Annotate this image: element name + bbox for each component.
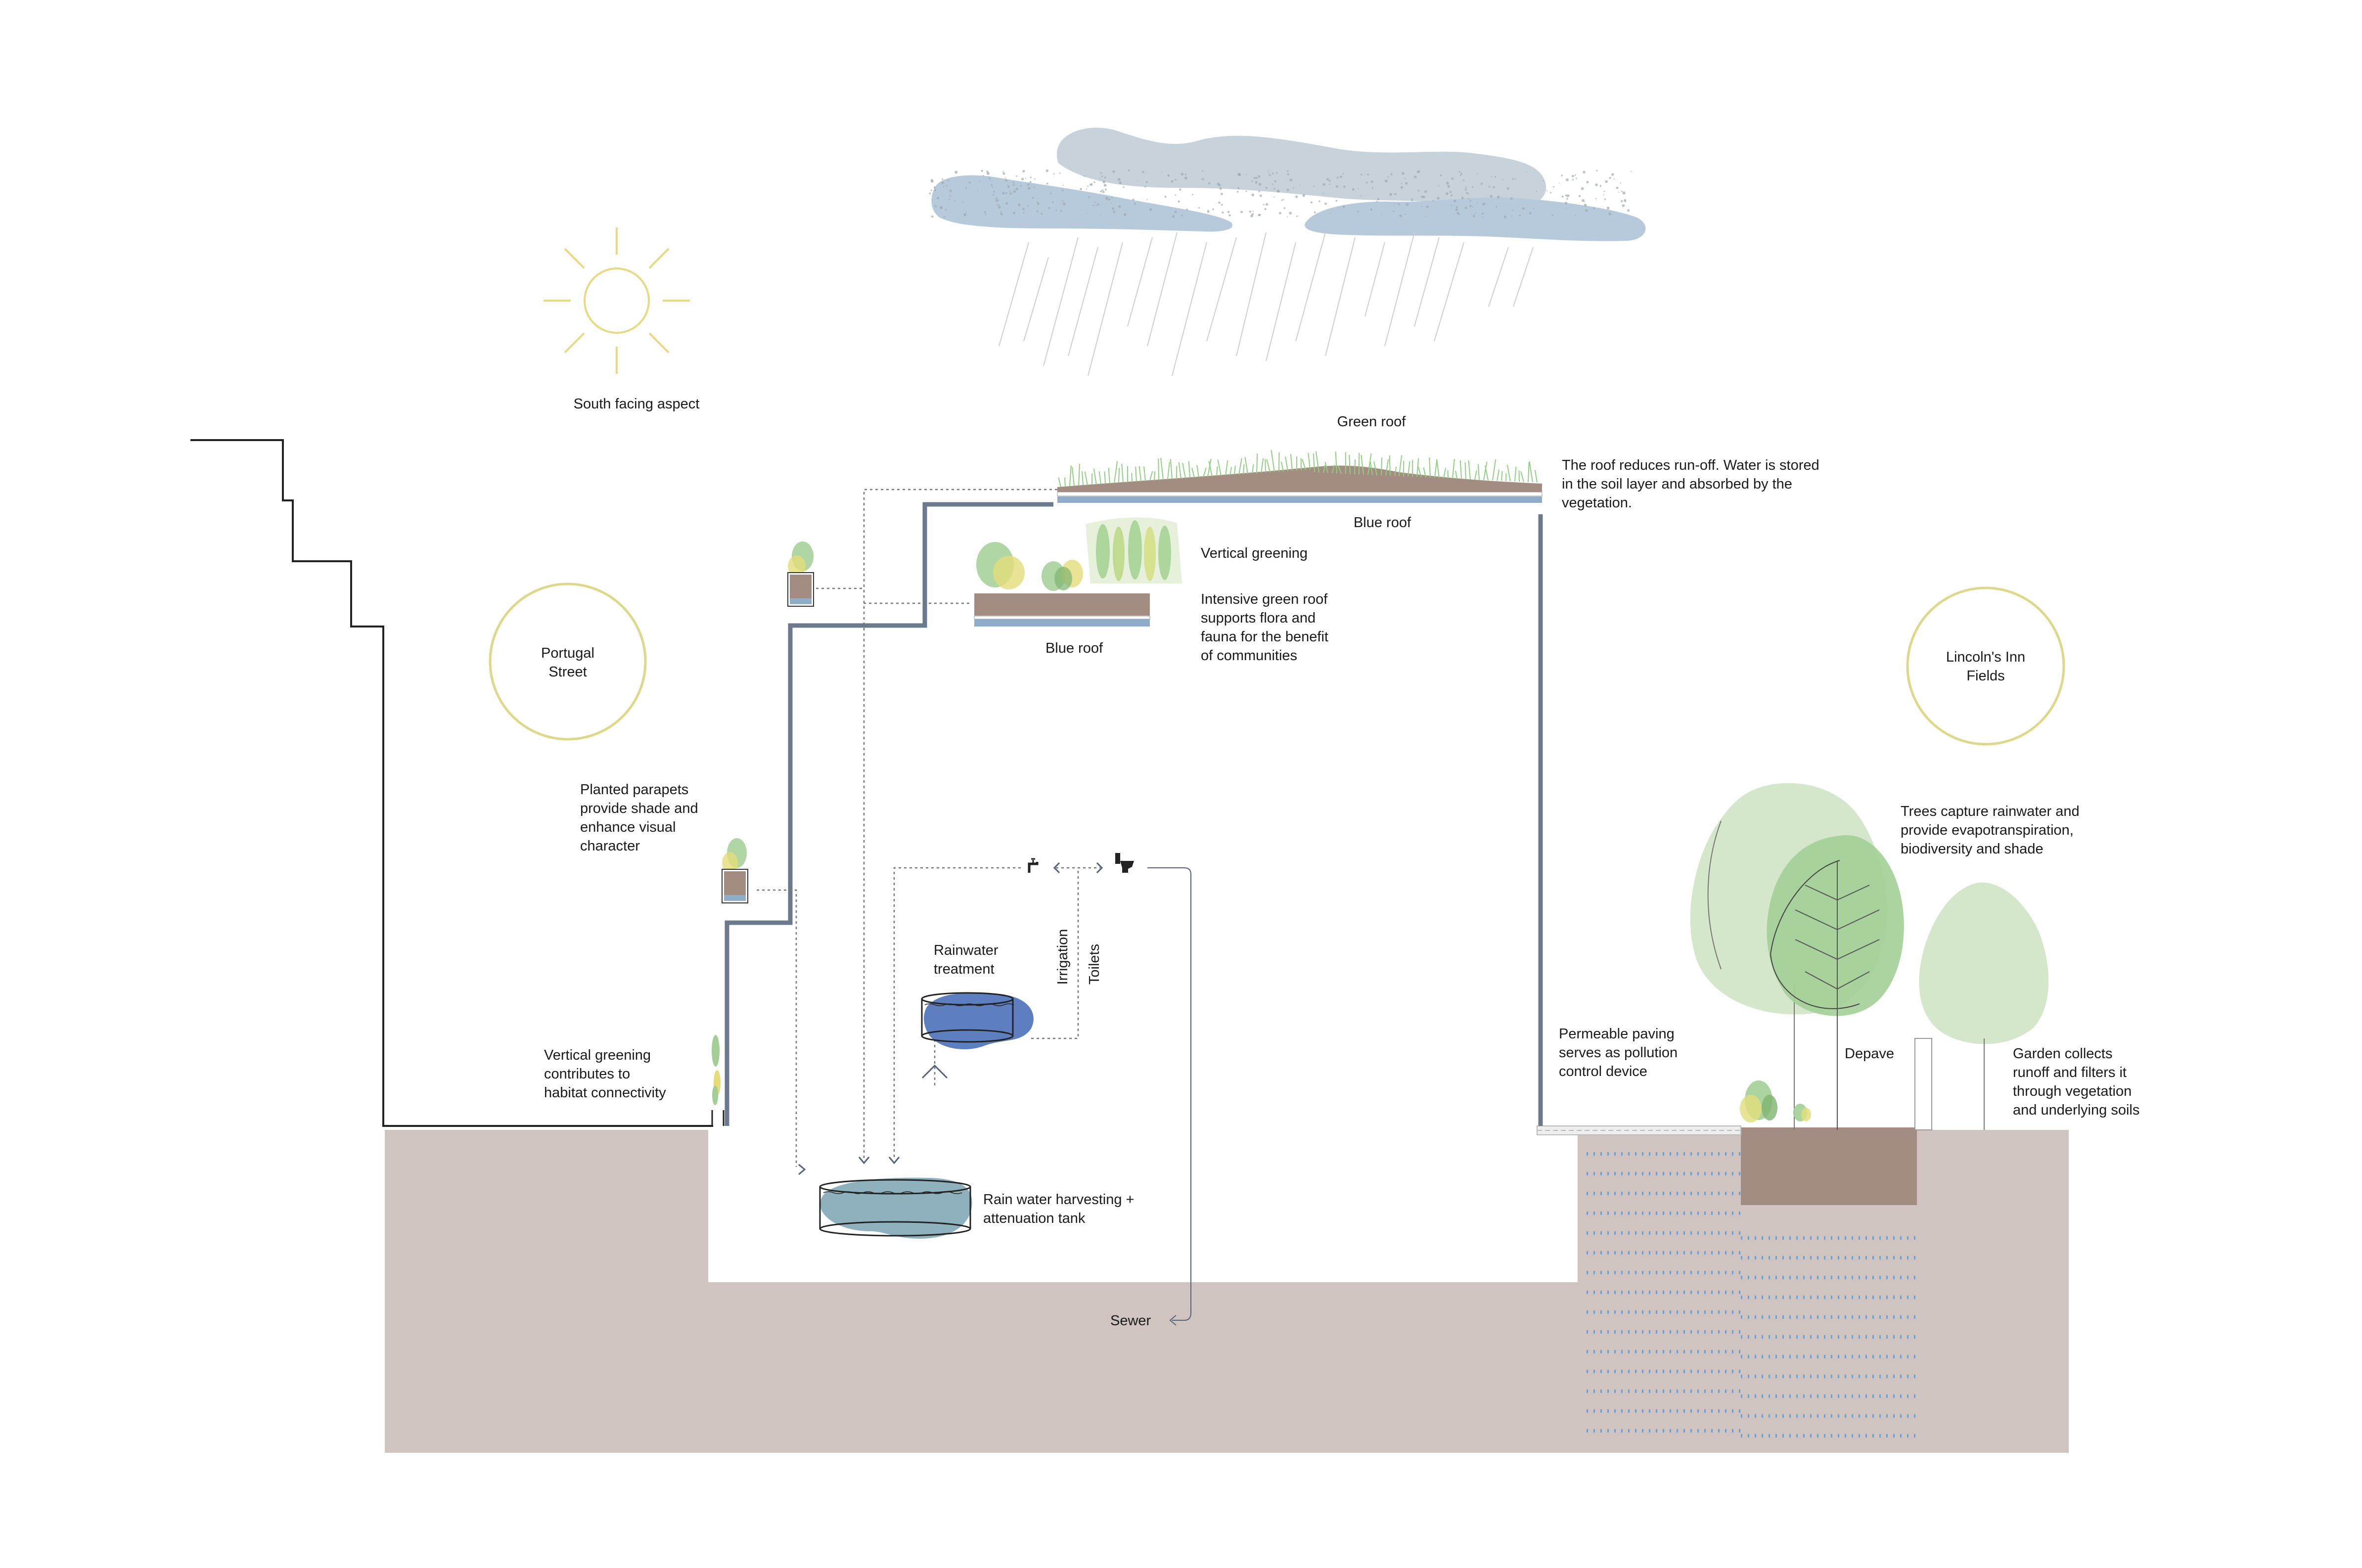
svg-text:runoff and filters it: runoff and filters it [2013,1065,2127,1080]
svg-text:provide shade and: provide shade and [580,801,698,816]
tree-icon [1690,783,2049,1130]
green-roof-grass [1058,449,1538,488]
rain-water-harvesting-tank [819,1177,972,1239]
rainwater-treatment-tank [921,992,1034,1050]
svg-text:and underlying soils: and underlying soils [2013,1102,2139,1118]
blue-roof-mid-label: Blue roof [1045,640,1103,656]
svg-text:Permeable paving: Permeable paving [1559,1026,1675,1042]
permeable-infiltration-dots [1587,1152,1915,1437]
svg-text:Irrigation: Irrigation [1055,929,1071,985]
roof-reduces-text: The roof reduces run-off. Water is store… [1562,457,1819,511]
irrigation-toilets-labels: Irrigation Toilets [1055,929,1102,985]
lincolns-inn-circle: Lincoln's Inn Fields [1906,586,2065,746]
flow-arrowheads [798,862,1103,1175]
green-roof-label: Green roof [1337,414,1407,430]
svg-text:provide evapotranspiration,: provide evapotranspiration, [1901,822,2074,838]
south-facing-label: South facing aspect [574,396,700,412]
cloud-mist-texture [929,169,1632,219]
ground-section [385,1125,2069,1453]
svg-text:enhance visual: enhance visual [580,819,676,835]
svg-text:of communities: of communities [1201,648,1297,664]
svg-text:character: character [580,838,640,854]
svg-text:Street: Street [548,664,587,680]
rainwater-flow-lines [757,489,1100,1167]
garden-collects-text: Garden collects runoff and filters it th… [2013,1046,2139,1118]
svg-text:contributes to: contributes to [544,1066,630,1082]
intensive-green-roof: Blue roof [974,517,1182,656]
permeable-paving-text: Permeable paving serves as pollution con… [1559,1026,1678,1079]
intensive-green-roof-text: Intensive green roof supports flora and … [1201,591,1328,664]
neighbouring-building-outline [190,439,713,1127]
svg-text:Garden collects: Garden collects [2013,1046,2113,1062]
depave-label: Depave [1845,1046,1894,1062]
permeable-paving-strip [1537,1125,1741,1135]
svg-text:Rain water harvesting +: Rain water harvesting + [983,1192,1134,1208]
ground-mass [385,1130,2069,1453]
building-wall [725,502,1543,1126]
tap-icon [1028,858,1039,873]
svg-text:attenuation tank: attenuation tank [983,1210,1086,1226]
planter-icon [787,541,814,607]
sun-icon [544,227,690,374]
rain-cloud-icon [929,128,1646,376]
svg-text:through vegetation: through vegetation [2013,1083,2132,1099]
rainwater-treatment-text: Rainwater treatment [934,942,999,977]
svg-text:Intensive green roof: Intensive green roof [1201,591,1328,607]
svg-text:in the soil layer and absorbed: in the soil layer and absorbed by the [1562,476,1792,492]
toilet-icon [1115,853,1134,873]
svg-text:vegetation.: vegetation. [1562,495,1632,511]
portugal-street-circle: Portugal Street [489,582,647,741]
svg-text:habitat connectivity: habitat connectivity [544,1085,666,1101]
svg-text:supports flora and: supports flora and [1201,610,1316,626]
svg-text:Portugal: Portugal [541,645,594,661]
vertical-greening-low-text: Vertical greening contributes to habitat… [544,1047,666,1101]
svg-text:Vertical greening: Vertical greening [544,1047,651,1063]
blue-roof-top-label: Blue roof [1354,515,1411,531]
vertical-greening-top-label: Vertical greening [1201,545,1308,561]
depave-soil-block [1741,1127,1917,1205]
sewer-line [1147,867,1191,1321]
planter-icon [722,838,748,903]
harvesting-tank-text: Rain water harvesting + attenuation tank [983,1192,1134,1226]
wall-vertical-greening [712,1035,721,1105]
svg-text:biodiversity and shade: biodiversity and shade [1901,841,2044,857]
green-roof: Green roof Blue roof [1057,414,1543,531]
svg-text:Fields: Fields [1966,668,2004,684]
rain-lines [999,232,1534,376]
svg-text:The roof reduces run-off. Wate: The roof reduces run-off. Water is store… [1562,457,1819,473]
svg-text:Lincoln's Inn: Lincoln's Inn [1946,649,2025,665]
svg-text:Rainwater: Rainwater [934,942,999,958]
svg-text:treatment: treatment [934,961,995,977]
svg-text:Planted parapets: Planted parapets [580,782,688,798]
svg-text:Toilets: Toilets [1087,944,1102,985]
trees-capture-text: Trees capture rainwater and provide evap… [1901,804,2080,857]
svg-text:fauna for the benefit: fauna for the benefit [1201,629,1328,645]
svg-text:serves as pollution: serves as pollution [1559,1045,1678,1061]
svg-text:Trees capture rainwater and: Trees capture rainwater and [1901,804,2080,819]
svg-text:control device: control device [1559,1064,1647,1079]
sewer-label: Sewer [1110,1313,1151,1329]
planted-parapets-text: Planted parapets provide shade and enhan… [580,782,698,854]
